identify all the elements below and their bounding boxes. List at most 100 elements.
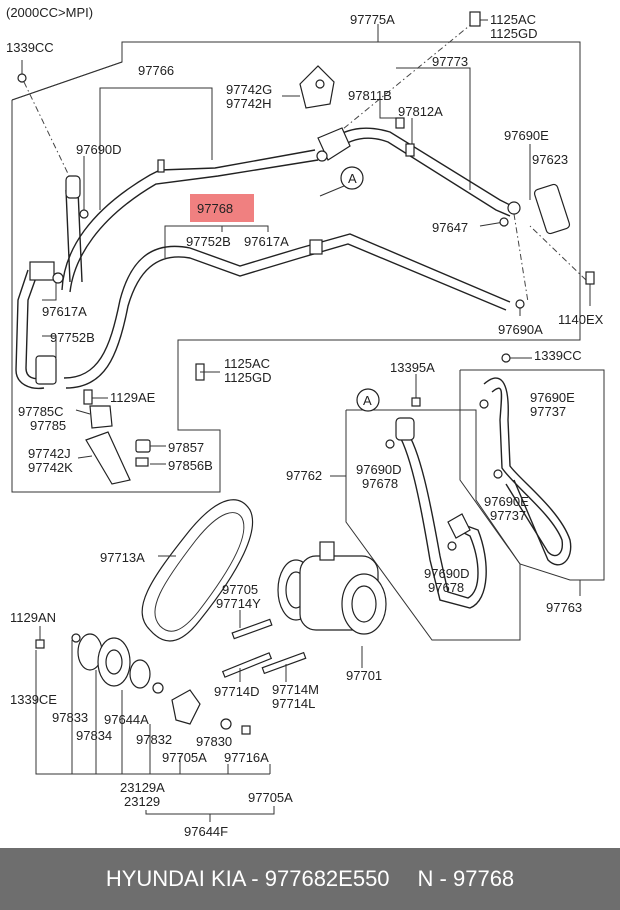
label-97812A: 97812A bbox=[398, 104, 443, 119]
label-97811B: 97811B bbox=[348, 88, 392, 103]
label-97705A-a: 97705A bbox=[162, 750, 207, 765]
label-1125AC-b: 1125AC bbox=[224, 356, 270, 371]
compressor-97701 bbox=[277, 541, 387, 635]
bracket-line-23129A bbox=[35, 650, 270, 775]
bolt-1129AE bbox=[83, 389, 93, 405]
leader-97773 bbox=[396, 67, 471, 190]
nut-1339CC bbox=[17, 73, 27, 83]
label-97785: 97785 bbox=[30, 418, 66, 433]
leader-97766 bbox=[99, 87, 213, 210]
label-97832: 97832 bbox=[136, 732, 172, 747]
bolt-1140EX bbox=[585, 271, 595, 285]
label-97617A-a: 97617A bbox=[244, 234, 289, 249]
leader-97752B-b bbox=[42, 335, 57, 358]
oring-97617A bbox=[52, 272, 64, 284]
label-1125AC-a: 1125AC bbox=[490, 12, 536, 27]
sensor-97752B bbox=[35, 355, 57, 385]
pipe-suction bbox=[63, 233, 511, 379]
frame-97762 bbox=[345, 409, 521, 641]
leader-97617A-b bbox=[42, 282, 57, 301]
label-1339CC-b: 1339CC bbox=[534, 348, 582, 363]
leader-97742J bbox=[77, 455, 93, 459]
centerline-1339CC bbox=[23, 81, 73, 183]
pipe-97766-inner bbox=[69, 159, 319, 293]
nut-1339CE bbox=[71, 633, 81, 643]
label-97705: 97705 bbox=[222, 582, 258, 597]
label-97644F: 97644F bbox=[184, 824, 228, 839]
label-97690D-b: 97690D bbox=[356, 462, 402, 477]
outer-frame-left-top bbox=[11, 61, 123, 101]
hose-97763-inner bbox=[491, 387, 563, 557]
pipe-suction-inner bbox=[65, 243, 507, 389]
label-97737-a: 97737 bbox=[530, 404, 566, 419]
label-23129A: 23129A bbox=[120, 780, 165, 795]
fitting-97690E bbox=[507, 201, 521, 215]
oring-left bbox=[79, 209, 89, 219]
part-97812A bbox=[405, 143, 415, 157]
ref-circle-A-top bbox=[340, 166, 364, 190]
label-A-top: A bbox=[348, 171, 357, 186]
cap-97690D bbox=[157, 159, 165, 173]
label-1125GD-b: 1125GD bbox=[224, 370, 271, 385]
label-97773: 97773 bbox=[432, 54, 468, 69]
bolt-97716A bbox=[241, 725, 251, 735]
label-97737-b: 97737 bbox=[490, 508, 526, 523]
label-97716A: 97716A bbox=[224, 750, 269, 765]
label-97701: 97701 bbox=[346, 668, 382, 683]
centerline-1140EX bbox=[529, 225, 587, 281]
label-97690A: 97690A bbox=[498, 322, 543, 337]
label-97834: 97834 bbox=[76, 728, 112, 743]
bracket-line-97644F bbox=[145, 806, 275, 815]
oring-97690E-b bbox=[479, 399, 489, 409]
label-97623: 97623 bbox=[532, 152, 568, 167]
oring-97690E-c bbox=[493, 469, 503, 479]
label-97833: 97833 bbox=[52, 710, 88, 725]
label-13395A: 13395A bbox=[390, 360, 435, 375]
hose-97762 bbox=[395, 429, 487, 609]
oring-97647 bbox=[499, 217, 509, 227]
label-97742K: 97742K bbox=[28, 460, 73, 475]
bolt-97714M bbox=[261, 651, 307, 675]
label-97678-b: 97678 bbox=[428, 580, 464, 595]
label-97714Y: 97714Y bbox=[216, 596, 261, 611]
label-97714M: 97714M bbox=[272, 682, 319, 697]
hose-left bbox=[15, 269, 45, 390]
pipe-97766 bbox=[61, 149, 316, 291]
nut-1339CC-b bbox=[501, 353, 511, 363]
label-1125GD-a: 1125GD bbox=[490, 26, 537, 41]
label-97714L: 97714L bbox=[272, 696, 315, 711]
label-97617A-b: 97617A bbox=[42, 304, 87, 319]
leader-97752B-97617A bbox=[164, 225, 269, 258]
label-1339CE: 1339CE bbox=[10, 692, 57, 707]
footer-part-info: HYUNDAI KIA - 977682E550 bbox=[105, 866, 390, 891]
fitting-97762-bottom bbox=[447, 513, 471, 539]
oring-97690A bbox=[515, 299, 525, 309]
nut-13395A bbox=[411, 397, 421, 407]
footer-bar: HYUNDAI KIA - 977682E550 N - 97768 bbox=[0, 848, 620, 910]
part-97856B bbox=[135, 457, 149, 467]
label-97775A: 97775A bbox=[350, 12, 395, 27]
label-97857: 97857 bbox=[168, 440, 204, 455]
label-97766: 97766 bbox=[138, 63, 174, 78]
ref-circle-A-mid bbox=[356, 388, 380, 412]
bolt-1129AN bbox=[35, 639, 45, 649]
bracket-97742J bbox=[85, 431, 131, 485]
washer-97832 bbox=[152, 682, 164, 694]
oring-97690D-b bbox=[385, 439, 395, 449]
label-97742G: 97742G bbox=[226, 82, 272, 97]
label-97768: 97768 bbox=[197, 201, 233, 216]
label-97762: 97762 bbox=[286, 468, 322, 483]
label-97763: 97763 bbox=[546, 600, 582, 615]
label-97714D: 97714D bbox=[214, 684, 260, 699]
bracket-97830 bbox=[171, 689, 201, 725]
label-97713A: 97713A bbox=[100, 550, 145, 565]
fitting-97762-top bbox=[395, 417, 415, 441]
pulley-hub bbox=[105, 649, 123, 675]
hose-97762-inner bbox=[405, 429, 479, 599]
footer-ref-info: N - 97768 bbox=[417, 866, 515, 891]
diagram-title: (2000CC>MPI) bbox=[6, 5, 93, 20]
bolt-97705 bbox=[231, 618, 273, 640]
part-97811B bbox=[395, 117, 405, 129]
coil-97644A bbox=[129, 659, 151, 689]
label-1339CC-a: 1339CC bbox=[6, 40, 54, 55]
